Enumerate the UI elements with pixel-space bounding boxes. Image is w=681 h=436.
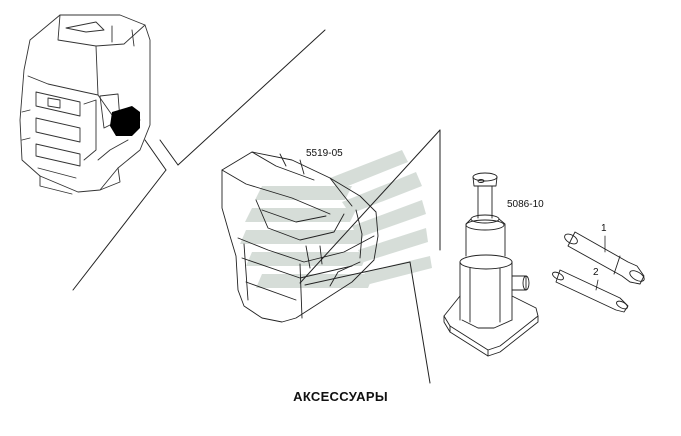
truck-cab-drawing bbox=[19, 14, 151, 195]
part-number-leaders bbox=[595, 235, 606, 291]
leader-lines bbox=[72, 29, 441, 384]
page-title: АКСЕССУАРЫ bbox=[293, 389, 388, 404]
bottle-jack-part-number: 5086-10 bbox=[507, 199, 544, 210]
bottle-jack-drawing bbox=[443, 172, 539, 357]
handle-part-1-label: 1 bbox=[601, 223, 607, 234]
handle-part-2-label: 2 bbox=[593, 267, 599, 278]
tool-bag-drawing bbox=[221, 151, 379, 323]
jack-handle-parts-drawing bbox=[552, 231, 645, 313]
tool-bag-part-number: 5519-05 bbox=[306, 148, 343, 159]
watermark-logo-icon bbox=[240, 150, 432, 288]
toolbox-location-highlight bbox=[110, 106, 140, 136]
